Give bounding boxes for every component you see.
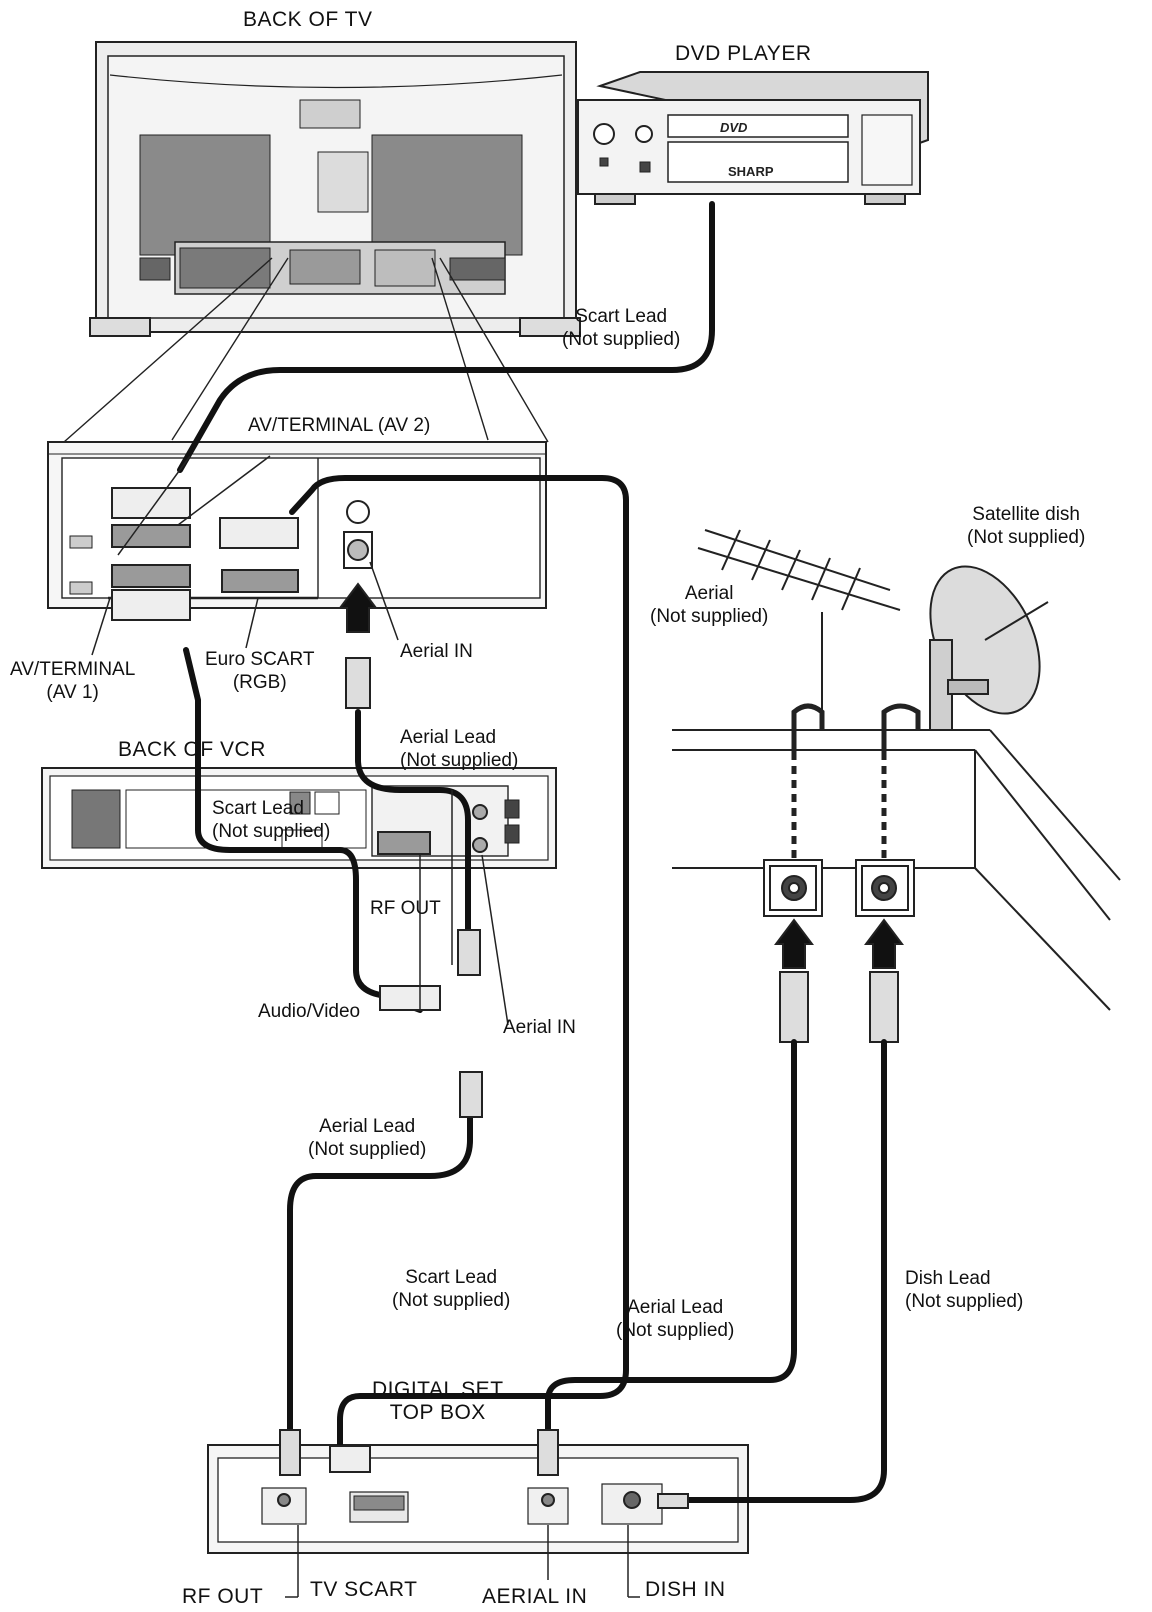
cables — [177, 201, 887, 1503]
dish-in-label: DISH IN — [645, 1578, 726, 1601]
scart-lead-vcr-label: Scart Lead(Not supplied) — [212, 798, 331, 842]
scart-lead-stb-label: Scart Lead(Not supplied) — [392, 1267, 511, 1311]
back-of-vcr-title: BACK OF VCR — [118, 738, 266, 761]
av-terminal-av2-label: AV/TERMINAL (AV 2) — [248, 415, 431, 436]
roof-cable-loops — [791, 703, 921, 752]
dvd-player-illustration: DVD SHARP — [577, 71, 929, 205]
dish-lead-label: Dish Lead(Not supplied) — [905, 1268, 1024, 1312]
aerial-in-tv-label: Aerial IN — [400, 641, 473, 662]
tv-back-illustration — [89, 41, 581, 337]
scart-lead-dvd-label: Scart Lead(Not supplied) — [562, 306, 681, 350]
wall-sockets — [763, 859, 915, 1043]
rf-out-vcr-label: RF OUT — [370, 898, 441, 919]
aerial-label: Aerial(Not supplied) — [650, 583, 769, 627]
euro-scart-label: Euro SCART(RGB) — [205, 649, 315, 693]
dotted-cable-runs — [791, 752, 887, 870]
aerial-in-stb-label: AERIAL IN — [482, 1585, 588, 1608]
zoom-lines — [63, 257, 549, 443]
dvd-brand-text: SHARP — [728, 164, 774, 179]
plugs — [279, 657, 689, 1509]
aerial-lead-vcr-label: Aerial Lead(Not supplied) — [308, 1116, 427, 1160]
aerial-antenna-illustration — [697, 529, 901, 730]
av-terminal-av1-label: AV/TERMINAL(AV 1) — [10, 659, 136, 703]
aerial-lead-wall-label: Aerial Lead(Not supplied) — [616, 1297, 735, 1341]
tv-terminal-panel — [47, 441, 547, 633]
dvd-logo-text: DVD — [720, 120, 748, 135]
callout-lines — [91, 455, 640, 1598]
dvd-player-title: DVD PLAYER — [675, 42, 812, 65]
back-of-tv-title: BACK OF TV — [243, 8, 373, 31]
rf-out-stb-label: RF OUT — [182, 1585, 264, 1608]
satellite-dish-label: Satellite dish(Not supplied) — [967, 504, 1086, 548]
satellite-dish-illustration — [929, 565, 1049, 731]
tv-scart-label: TV SCART — [310, 1578, 418, 1601]
aerial-in-vcr-label: Aerial IN — [503, 1017, 576, 1038]
aerial-lead-tv-label: Aerial Lead(Not supplied) — [400, 727, 519, 771]
audio-video-label: Audio/Video — [258, 1001, 361, 1022]
